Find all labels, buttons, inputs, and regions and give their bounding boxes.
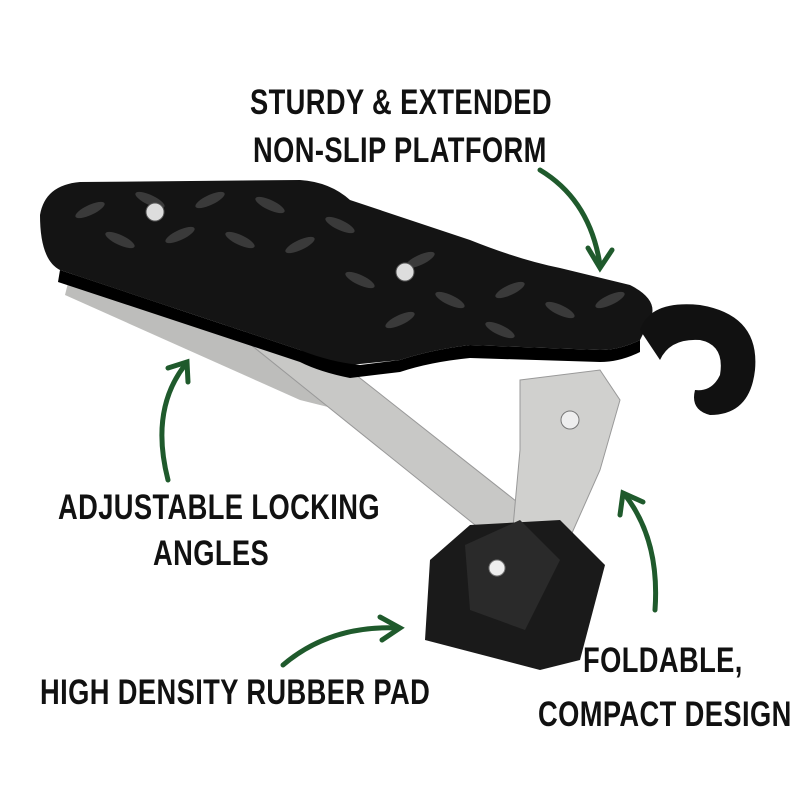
arrowhead-icon: [377, 614, 405, 643]
latch-hook: [640, 304, 756, 415]
hinge-bracket: [509, 369, 621, 561]
pad-mount: [465, 520, 560, 630]
callout-platform-line2: NON-SLIP PLATFORM: [253, 131, 547, 170]
arrowhead-icon: [165, 358, 191, 385]
arrow-angles-icon: [159, 362, 188, 483]
arrowhead-icon: [617, 489, 646, 518]
callout-angles-line1: ADJUSTABLE LOCKING: [58, 488, 380, 527]
arrows: [159, 167, 659, 668]
bolt-icon: [560, 410, 580, 430]
arrow-foldable-icon: [622, 492, 659, 613]
tread-pattern: [75, 191, 625, 339]
callout-angles-line2: ANGLES: [153, 534, 270, 573]
arrow-pad-icon: [280, 625, 401, 668]
callout-foldable-line1: FOLDABLE,: [583, 641, 743, 680]
arrow-platform-icon: [537, 167, 603, 268]
bolt-icon: [395, 262, 415, 282]
callout-pad: HIGH DENSITY RUBBER PAD: [40, 673, 431, 712]
callout-platform-line1: STURDY & EXTENDED: [250, 83, 552, 122]
bolt-icon: [488, 559, 506, 577]
arrowhead-icon: [585, 245, 615, 273]
bolt-icon: [145, 202, 165, 222]
callout-foldable-line2: COMPACT DESIGN: [538, 695, 792, 734]
platform-edge: [58, 270, 640, 378]
